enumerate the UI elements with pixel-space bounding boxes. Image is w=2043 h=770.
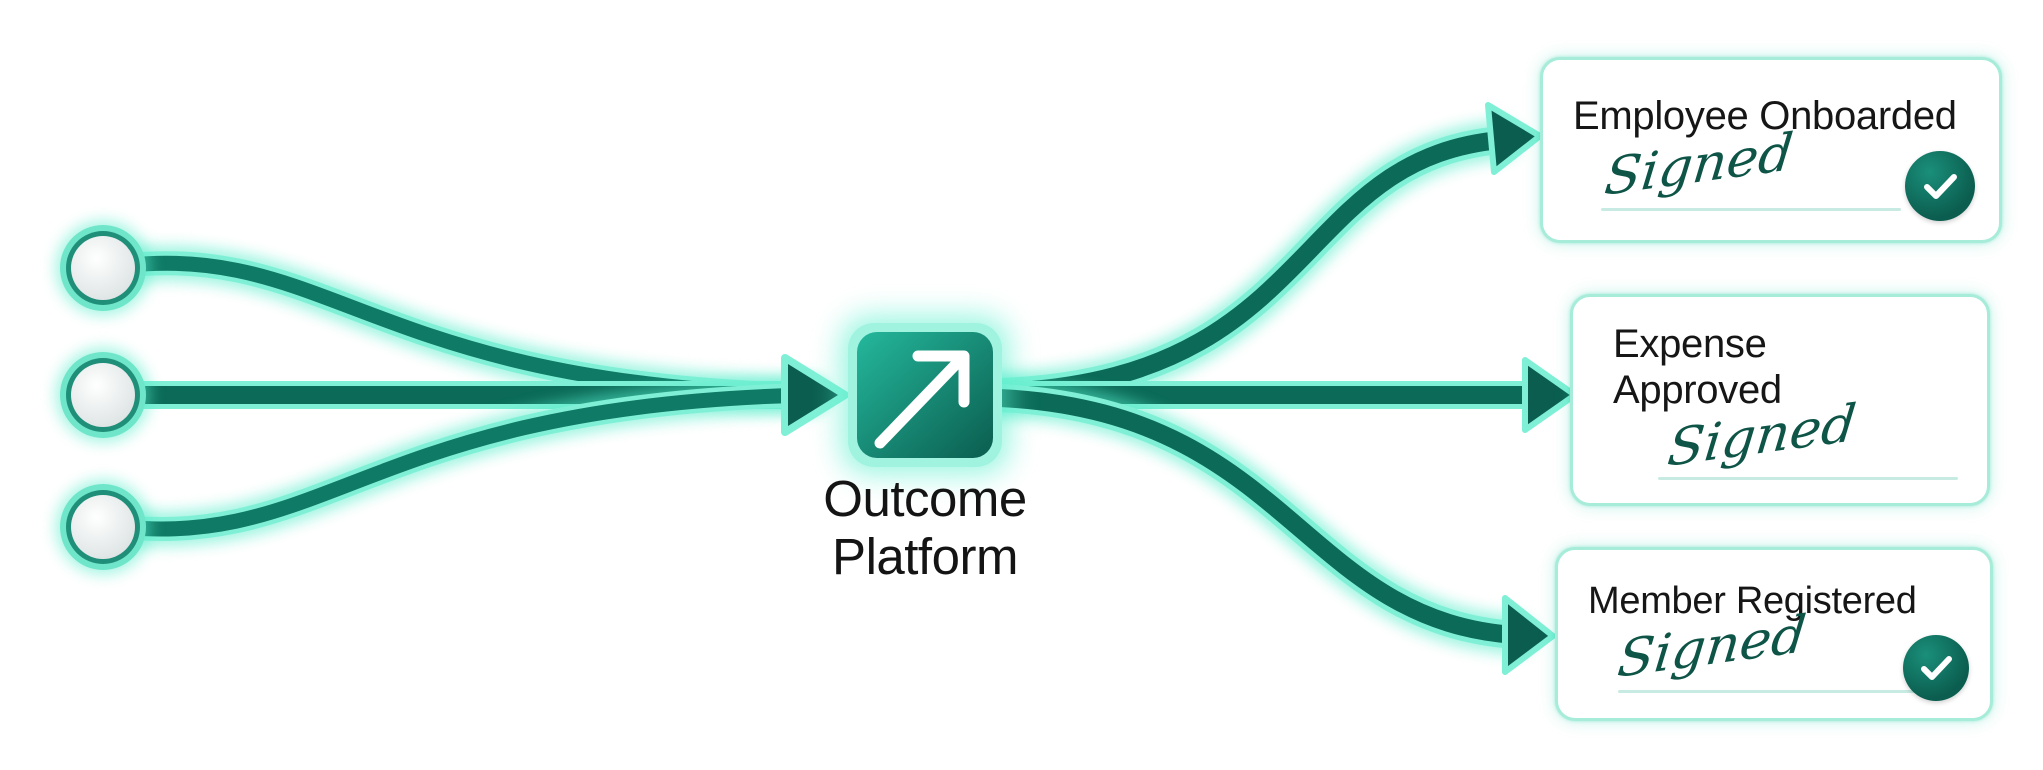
incoming-flows bbox=[85, 245, 849, 547]
input-node-2 bbox=[55, 347, 151, 443]
arrowhead-bottom bbox=[1502, 595, 1556, 675]
outcome-card-title-line1: Member Registered bbox=[1588, 580, 1917, 622]
signature-line bbox=[1618, 690, 1918, 693]
outcome-platform-hub bbox=[840, 315, 1010, 475]
hub-label: Outcome Platform bbox=[700, 470, 1150, 586]
outcome-card-title: Employee Onboarded bbox=[1573, 93, 1957, 139]
hub-label-line1: Outcome bbox=[823, 470, 1027, 527]
incoming-arrowhead bbox=[781, 354, 849, 436]
outcome-card-title: Member Registered bbox=[1588, 578, 1917, 624]
outcome-card-member-registered: Member Registered Signed bbox=[1555, 547, 1993, 721]
outgoing-flows bbox=[980, 102, 1578, 675]
arrow-up-right-icon bbox=[874, 350, 970, 449]
outcome-card-title-line1: Employee Onboarded bbox=[1573, 94, 1957, 138]
input-nodes bbox=[55, 220, 151, 575]
signature-line bbox=[1658, 477, 1958, 480]
outcome-card-title-line2: Approved bbox=[1613, 368, 1782, 412]
signature-line bbox=[1601, 208, 1901, 211]
outcome-card-employee-onboarded: Employee Onboarded Signed bbox=[1540, 57, 2002, 243]
check-circle-icon bbox=[1905, 151, 1975, 221]
arrowhead-top bbox=[1485, 102, 1543, 175]
incoming-flow-bottom bbox=[87, 377, 828, 547]
outgoing-flow-bottom bbox=[980, 378, 1556, 675]
hub-label-line2: Platform bbox=[832, 528, 1018, 585]
outgoing-flow-top bbox=[980, 102, 1543, 412]
input-node-3 bbox=[55, 479, 151, 575]
input-node-1 bbox=[55, 220, 151, 316]
outcome-card-title: Expense Approved bbox=[1613, 321, 1782, 413]
outcome-card-expense-approved: Expense Approved Signed bbox=[1570, 294, 1990, 506]
arrowhead-middle bbox=[1522, 357, 1578, 433]
check-circle-icon bbox=[1903, 635, 1969, 701]
outcome-card-title-line1: Expense bbox=[1613, 322, 1767, 366]
